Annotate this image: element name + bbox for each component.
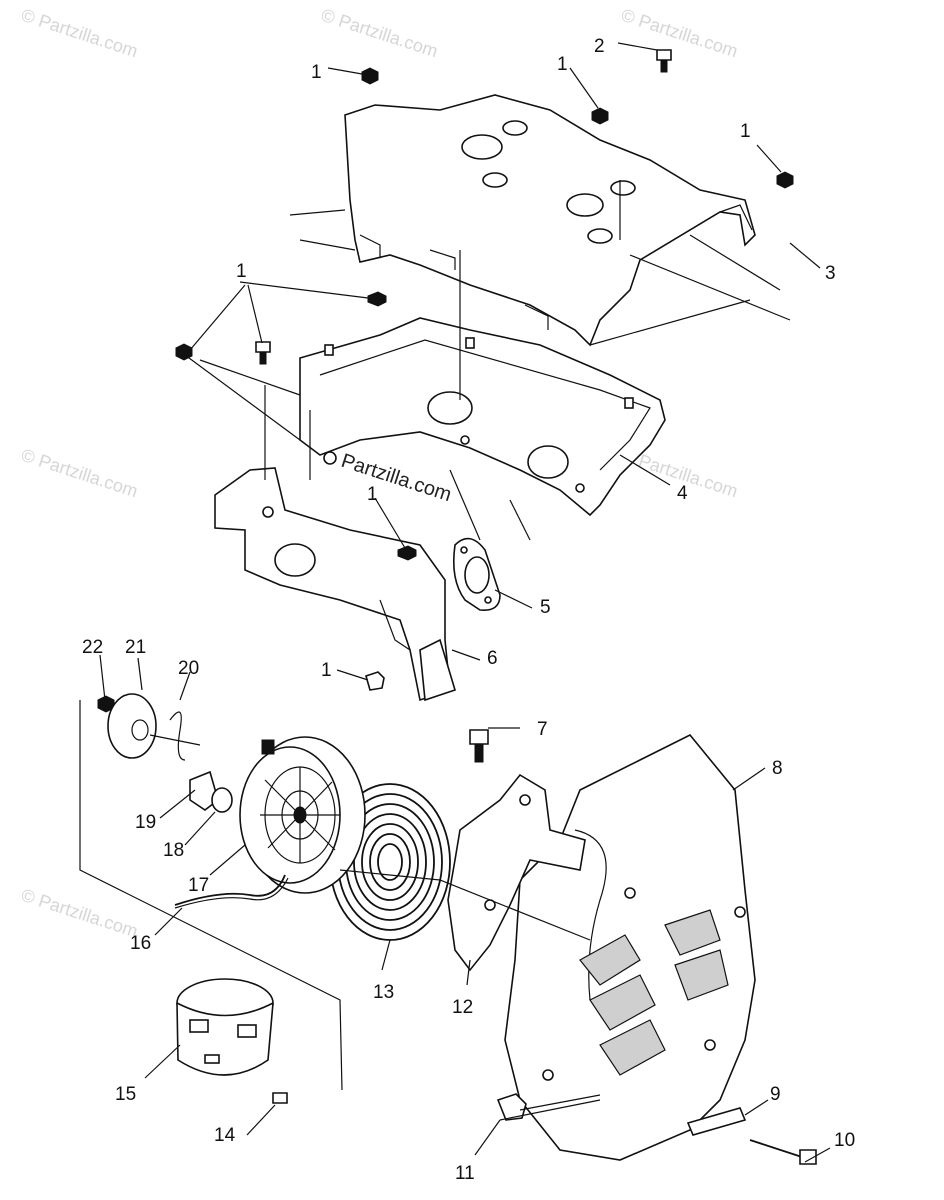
bolt-icon: [255, 341, 271, 353]
nut-icon: [776, 171, 794, 189]
callout-8: 8: [772, 758, 783, 779]
nut-icon: [397, 545, 417, 561]
parts-18-to-22: [97, 693, 233, 813]
callout-11: 11: [455, 1163, 475, 1184]
nut-icon: [496, 1093, 527, 1121]
part-18-spring: [211, 787, 233, 813]
part-16-rope: [174, 874, 289, 909]
bolt-icon: [469, 729, 489, 745]
nut-icon: [175, 343, 193, 361]
part-6-lower-shroud: [214, 467, 456, 702]
part-5-gasket: [452, 537, 501, 612]
bolt-icon: [799, 1149, 817, 1165]
callouts: 1 2 1 1 3 1 4 1 5 6 1 22 21 20 7 8 19 18…: [82, 36, 855, 1184]
callout-16: 16: [130, 933, 151, 954]
callout-1: 1: [367, 484, 378, 505]
part-12-bracket: [447, 773, 586, 972]
callout-5: 5: [540, 597, 551, 618]
bottom-fasteners: [272, 1092, 817, 1165]
leader-lines: [79, 42, 831, 1163]
nut-icon: [591, 107, 609, 125]
callout-1: 1: [740, 121, 751, 142]
part-19-ratchet: [189, 770, 219, 811]
part-9-spacer: [686, 1107, 747, 1136]
bolt-icon: [259, 351, 267, 365]
callout-7: 7: [537, 719, 548, 740]
callout-6: 6: [487, 648, 498, 669]
bolt-icon: [660, 59, 668, 73]
callout-4: 4: [677, 483, 688, 504]
center-watermark: Partzilla.com: [338, 450, 454, 506]
callout-14: 14: [214, 1125, 236, 1146]
watermark: © Partzilla.com: [19, 5, 141, 62]
bolt-icon: [365, 671, 385, 691]
callout-3: 3: [825, 263, 836, 284]
watermark: © Partzilla.com: [19, 885, 141, 942]
bolt-icon: [474, 743, 484, 763]
nut-icon: [367, 291, 387, 307]
fasteners: [175, 49, 794, 763]
watermark: © Partzilla.com: [319, 5, 441, 62]
watermark: © Partzilla.com: [619, 5, 741, 62]
bolt-icon: [656, 49, 672, 61]
part-20-spring-clip: [169, 711, 186, 761]
callout-10: 10: [834, 1130, 855, 1151]
callout-22: 22: [82, 637, 103, 658]
callout-1: 1: [557, 54, 568, 75]
bolt-icon: [272, 1092, 288, 1104]
part-21-washer: [107, 693, 157, 759]
nut-icon: [361, 67, 379, 85]
callout-1: 1: [321, 660, 332, 681]
callout-2: 2: [594, 36, 605, 57]
callout-20: 20: [178, 658, 199, 679]
watermark: © Partzilla.com: [19, 445, 141, 502]
callout-17: 17: [188, 875, 209, 896]
callout-19: 19: [135, 812, 156, 833]
part-4-heat-shield: [299, 317, 666, 517]
part-17-recoil-pulley: [239, 736, 366, 894]
callout-9: 9: [770, 1084, 781, 1105]
callout-18: 18: [163, 840, 184, 861]
callout-21: 21: [125, 637, 146, 658]
callout-15: 15: [115, 1084, 136, 1105]
callout-13: 13: [373, 982, 394, 1003]
fan-vents: [579, 909, 729, 1076]
callout-1: 1: [311, 62, 322, 83]
part-15-cup: [176, 978, 274, 1076]
callout-1: 1: [236, 261, 247, 282]
part-3-top-shroud: [344, 94, 756, 347]
callout-12: 12: [452, 997, 473, 1018]
pin-icon: [261, 739, 275, 755]
